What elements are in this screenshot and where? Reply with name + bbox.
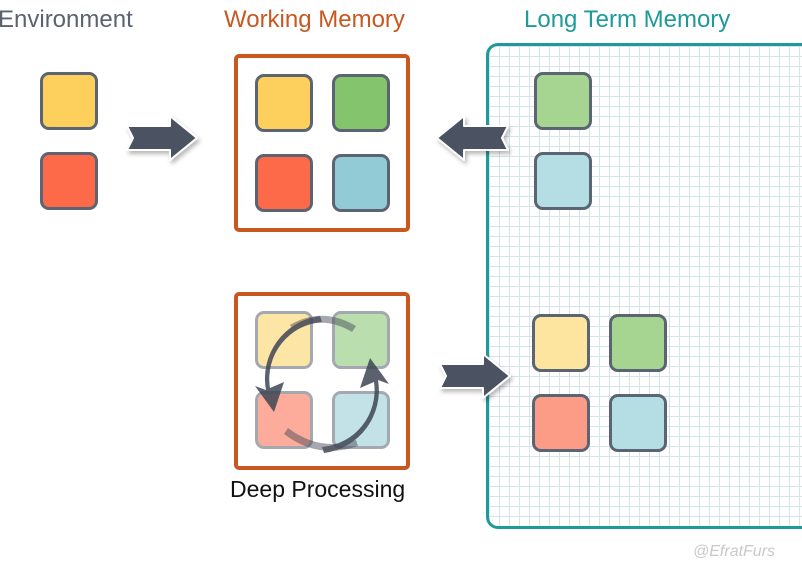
ltm-stored-block-green: [609, 314, 667, 372]
ltm-stored-block-blue: [609, 394, 667, 452]
wm-block-green: [332, 74, 390, 132]
cycle-arrows-icon: [255, 315, 389, 453]
deep-block-red: [255, 391, 313, 449]
deep-processing-label: Deep Processing: [230, 476, 406, 502]
author-credit: @EfratFurs: [693, 543, 776, 560]
wm-block-yellow: [255, 74, 313, 132]
environment-block-yellow: [40, 72, 98, 130]
ltm-block-blue: [534, 152, 592, 210]
long-term-memory-title: Long Term Memory: [524, 6, 731, 33]
ltm-block-green: [534, 72, 592, 130]
ltm-stored-block-red: [532, 394, 590, 452]
environment-block-red: [40, 152, 98, 210]
block-arrow-icon: [439, 353, 511, 399]
deep-block-green: [332, 311, 390, 369]
wm-block-red: [255, 154, 313, 212]
wm-block-blue: [332, 154, 390, 212]
environment-title: Environment: [0, 6, 133, 33]
deep-block-blue: [332, 391, 390, 449]
block-arrow-icon: [126, 115, 198, 161]
ltm-stored-block-yellow: [532, 314, 590, 372]
working-memory-title: Working Memory: [224, 6, 405, 33]
block-arrow-icon: [436, 115, 509, 161]
